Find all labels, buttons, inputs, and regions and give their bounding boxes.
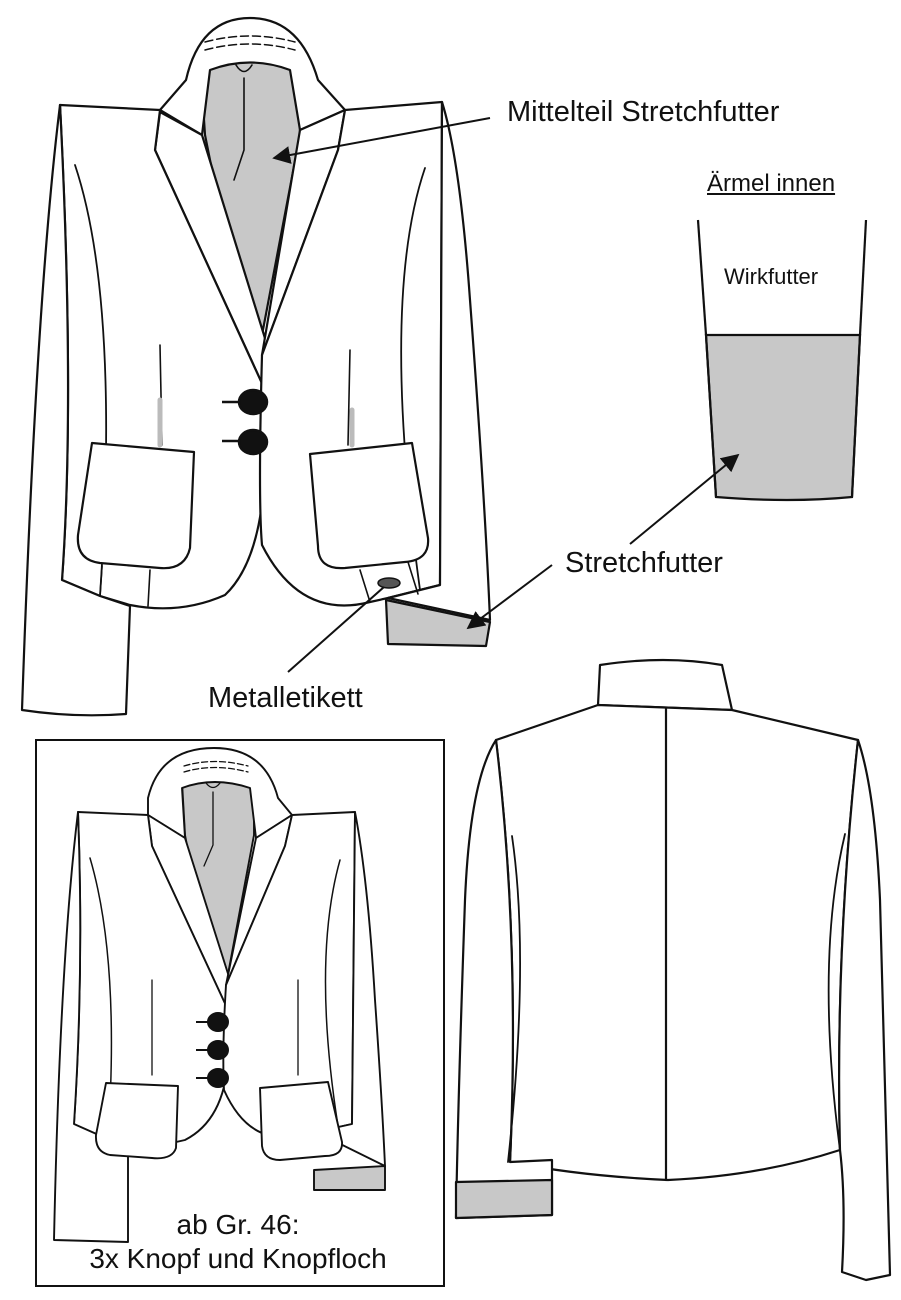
label-aermel-innen: Ärmel innen [707, 170, 836, 197]
back-cuff-lining [454, 1178, 554, 1220]
size-note-line2: 3x Knopf und Knopfloch [89, 1243, 387, 1274]
sleeve-inside-detail [696, 219, 868, 502]
button [207, 1040, 229, 1060]
jacket-back [454, 658, 892, 1282]
right-cuff-lining [384, 598, 492, 648]
inset-box [35, 739, 445, 1287]
collar [158, 16, 347, 137]
button [207, 1012, 229, 1032]
label-metalletikett: Metalletikett [208, 682, 363, 714]
back-body [494, 703, 860, 1182]
jacket-front-main [20, 16, 492, 717]
arrow-stretch-sleeve [629, 453, 740, 545]
leader-metalletikett [287, 586, 385, 673]
left-pocket [76, 441, 196, 570]
metal-label [377, 577, 401, 589]
left-sleeve [20, 103, 132, 717]
button [237, 428, 269, 456]
arrow-mittelteil [272, 117, 491, 164]
size-note-line1: ab Gr. 46: [176, 1209, 300, 1240]
jacket-front-inset [53, 747, 386, 1243]
size-note: ab Gr. 46: 3x Knopf und Knopfloch [36, 1208, 440, 1276]
right-pocket [308, 441, 430, 570]
label-stretchfutter: Stretchfutter [565, 547, 723, 579]
buttons-inset [196, 1012, 229, 1088]
label-mittelteil: Mittelteil Stretchfutter [507, 96, 780, 128]
back-right-sleeve [838, 738, 892, 1282]
label-wirkfutter: Wirkfutter [724, 264, 819, 289]
right-sleeve [386, 100, 492, 622]
button [207, 1068, 229, 1088]
back-left-sleeve [454, 738, 554, 1220]
button [237, 388, 269, 416]
buttons-main [222, 388, 269, 456]
annotation-arrows [272, 117, 740, 673]
arrow-stretch-cuff [466, 564, 553, 630]
